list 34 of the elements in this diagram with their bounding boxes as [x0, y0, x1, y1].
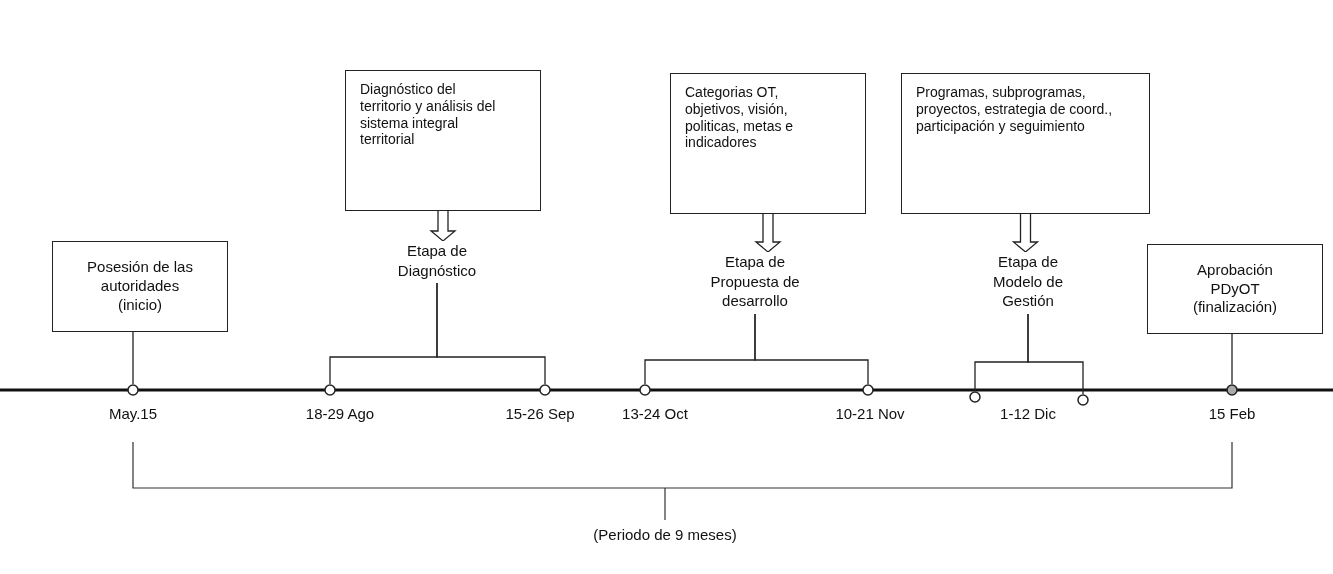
process-box: [901, 73, 1150, 214]
connector-line: [132, 331, 134, 385]
date-label: May.15: [107, 405, 159, 422]
connector-line: [436, 282, 546, 385]
process-box: [670, 73, 866, 214]
connector-line: [754, 313, 869, 385]
box-text: Posesión de las autoridades (inicio): [86, 258, 194, 315]
timeline-marker: [127, 384, 139, 396]
block-arrow: [754, 213, 782, 253]
timeline-marker: [324, 384, 336, 396]
date-label: 15-26 Sep: [504, 405, 576, 422]
box-text: Programas, subprogramas, proyectos, estrategia de coord., participación y seguimiento: [916, 84, 1114, 135]
process-box: [52, 241, 228, 332]
timeline-marker: [639, 384, 651, 396]
connector-line: [1231, 333, 1233, 385]
period-label: (Periodo de 9 meses): [592, 526, 738, 543]
box-text: Diagnóstico del territorio y análisis del sistema integral territorial: [360, 81, 497, 149]
date-label: 10-21 Nov: [834, 405, 906, 422]
date-label: 13-24 Oct: [621, 405, 689, 422]
timeline-marker: [1077, 394, 1089, 406]
timeline-marker: [539, 384, 551, 396]
process-box: [345, 70, 541, 211]
timeline-marker: [1226, 384, 1238, 396]
timeline-marker: [969, 391, 981, 403]
box-text: Categorias OT, objetivos, visión, politicas, metas e indicadores: [685, 84, 795, 152]
process-box: [1147, 244, 1323, 334]
date-label: 18-29 Ago: [304, 405, 376, 422]
date-label: 1-12 Dic: [999, 405, 1057, 422]
timeline-marker: [862, 384, 874, 396]
block-arrow: [429, 210, 457, 242]
date-label: 15 Feb: [1207, 405, 1257, 422]
connector-line: [1027, 313, 1084, 395]
block-arrow: [1011, 213, 1040, 253]
box-text: Aprobación PDyOT (finalización): [1191, 260, 1279, 318]
